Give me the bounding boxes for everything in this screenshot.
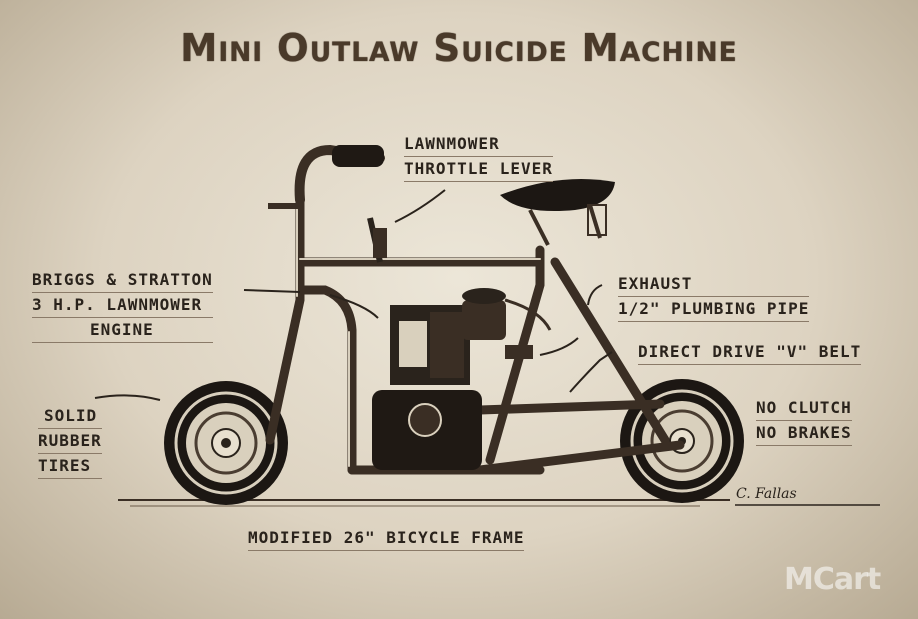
label-throttle-line2: THROTTLE LEVER xyxy=(404,157,553,182)
exhaust-pipe xyxy=(504,298,552,331)
label-tires-line2: RUBBER xyxy=(38,429,102,454)
mcart-logo: MCart xyxy=(784,562,881,597)
handlebar xyxy=(268,144,385,209)
seat xyxy=(500,178,615,246)
label-tires-line3: TIRES xyxy=(38,454,102,479)
label-throttle-line1: LAWNMOWER xyxy=(404,132,553,157)
label-exhaust-line2: 1/2" PLUMBING PIPE xyxy=(618,297,810,322)
label-throttle: LAWNMOWER THROTTLE LEVER xyxy=(404,132,553,182)
throttle-lever xyxy=(367,217,387,263)
rear-wheel xyxy=(164,381,288,505)
label-tires: SOLID RUBBER TIRES xyxy=(38,404,102,479)
label-no-clutch: NO CLUTCH NO BRAKES xyxy=(756,396,852,446)
label-exhaust: EXHAUST 1/2" PLUMBING PIPE xyxy=(618,272,810,322)
label-engine: BRIGGS & STRATTON 3 H.P. LAWNMOWER ENGIN… xyxy=(32,268,213,343)
artist-signature: C. Fallas xyxy=(736,486,797,502)
label-belt-line1: DIRECT DRIVE "V" BELT xyxy=(638,340,862,365)
label-engine-line1: BRIGGS & STRATTON xyxy=(32,268,213,293)
bicycle-frame xyxy=(265,175,685,475)
engine xyxy=(372,288,533,470)
label-engine-line3: ENGINE xyxy=(32,318,213,343)
label-tires-line1: SOLID xyxy=(38,404,102,429)
callout-arrows xyxy=(94,189,613,401)
label-no-clutch-line1: NO CLUTCH xyxy=(756,396,852,421)
label-no-clutch-line2: NO BRAKES xyxy=(756,421,852,446)
label-engine-line2: 3 H.P. LAWNMOWER xyxy=(32,293,213,318)
page-title: Mini Outlaw Suicide Machine xyxy=(180,26,738,70)
label-exhaust-line1: EXHAUST xyxy=(618,272,810,297)
label-frame: MODIFIED 26" BICYCLE FRAME xyxy=(248,526,525,551)
label-belt: DIRECT DRIVE "V" BELT xyxy=(638,340,862,365)
label-frame-line1: MODIFIED 26" BICYCLE FRAME xyxy=(248,526,525,551)
